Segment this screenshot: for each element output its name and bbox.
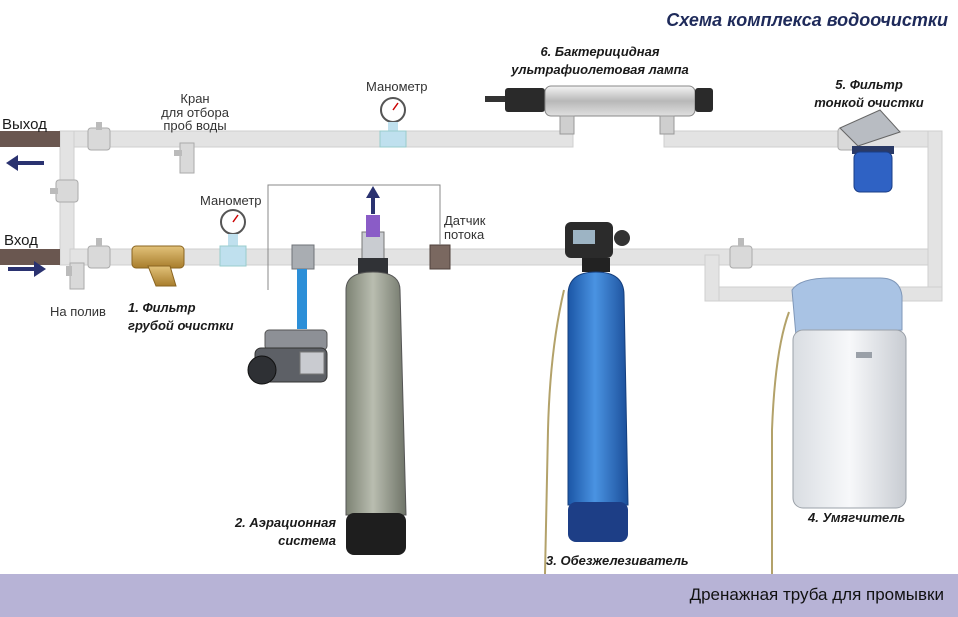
valve-icon[interactable] [729, 238, 753, 269]
softener-drain-hose [771, 311, 790, 574]
uv-lamp-icon [485, 85, 713, 135]
iron-removal-tank-icon [565, 222, 630, 542]
air-compressor-icon [247, 329, 328, 385]
caption-iron-removal: 3. Обезжелезиватель [546, 553, 689, 568]
flow-sensor-label: Датчик потока [444, 213, 486, 242]
inlet-pipe-end [0, 249, 60, 265]
softener-cabinet-icon [791, 277, 907, 509]
caption-uv-lamp: 6. Бактерицидная ультрафиолетовая лампа [511, 44, 689, 77]
aeration-loop-line [267, 184, 441, 290]
valve-icon[interactable] [50, 179, 79, 203]
outlet-pipe-left [59, 130, 574, 148]
outlet-arrow [6, 155, 44, 171]
valve-icon[interactable] [87, 122, 111, 151]
pressure-gauge-top-icon [379, 97, 407, 148]
diagram-title: Схема комплекса водоочистки [666, 10, 948, 30]
gauge-bottom-label: Манометр [200, 193, 262, 208]
iron-drain-hose [544, 289, 565, 575]
inlet-label: Вход [4, 232, 38, 249]
drain-pipe-label: Дренажная труба для промывки [689, 585, 944, 604]
outlet-pipe-end [0, 131, 60, 147]
caption-aeration: 2. Аэрационная система [234, 515, 336, 548]
caption-softener: 4. Умягчитель [808, 510, 906, 525]
fine-filter-icon [839, 109, 901, 193]
outlet-label: Выход [2, 116, 47, 133]
drain-pipe-band: Дренажная труба для промывки [0, 574, 958, 617]
caption-coarse-filter: 1. Фильтр грубой очистки [128, 300, 234, 333]
bypass-riser [704, 254, 720, 302]
garden-label: На полив [50, 304, 106, 319]
flow-sensor-block [429, 244, 451, 270]
inlet-pipe [59, 248, 943, 266]
gauge-top-label: Манометр [366, 79, 428, 94]
pressure-gauge-bottom-icon [219, 209, 247, 267]
aeration-tank-icon [345, 186, 407, 555]
garden-tap-icon[interactable] [66, 262, 85, 290]
sample-tap-label: Кран для отбора проб воды [161, 91, 229, 134]
valve-icon[interactable] [87, 238, 111, 269]
air-injector-block [291, 244, 315, 270]
coarse-filter-icon [131, 245, 185, 287]
caption-fine-filter: 5. Фильтр тонкой очистки [814, 77, 924, 110]
outlet-pipe-right [663, 130, 943, 148]
air-hose [297, 269, 307, 329]
right-riser-pipe [927, 130, 943, 302]
inlet-arrow [8, 261, 46, 277]
sample-tap-icon[interactable] [174, 142, 195, 174]
